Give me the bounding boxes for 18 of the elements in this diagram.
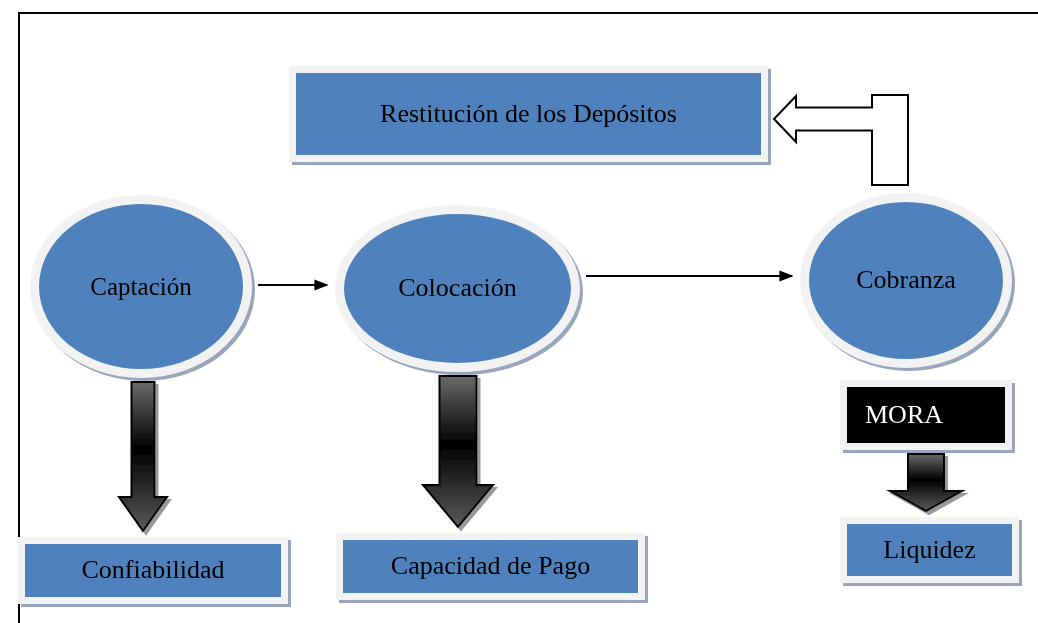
node-label: Colocación <box>398 274 517 303</box>
dark-box <box>840 380 1012 450</box>
process-box <box>336 533 645 600</box>
node-label: Confiabilidad <box>81 556 225 585</box>
block-arrow <box>117 381 169 533</box>
node-label: Capacidad de Pago <box>390 552 591 581</box>
arrow <box>585 270 794 282</box>
process-box <box>18 537 288 604</box>
node-label: Restitución de los Depósitos <box>380 99 677 129</box>
node-label: Liquidez <box>883 535 976 565</box>
node-label: MORA <box>865 400 943 430</box>
process-box <box>840 517 1019 583</box>
block-arrow <box>420 375 496 529</box>
node-label: Cobranza <box>856 266 956 295</box>
block-arrow <box>886 453 966 513</box>
arrow <box>257 279 329 291</box>
node-label: Captación <box>90 272 192 301</box>
process-box <box>289 66 768 162</box>
